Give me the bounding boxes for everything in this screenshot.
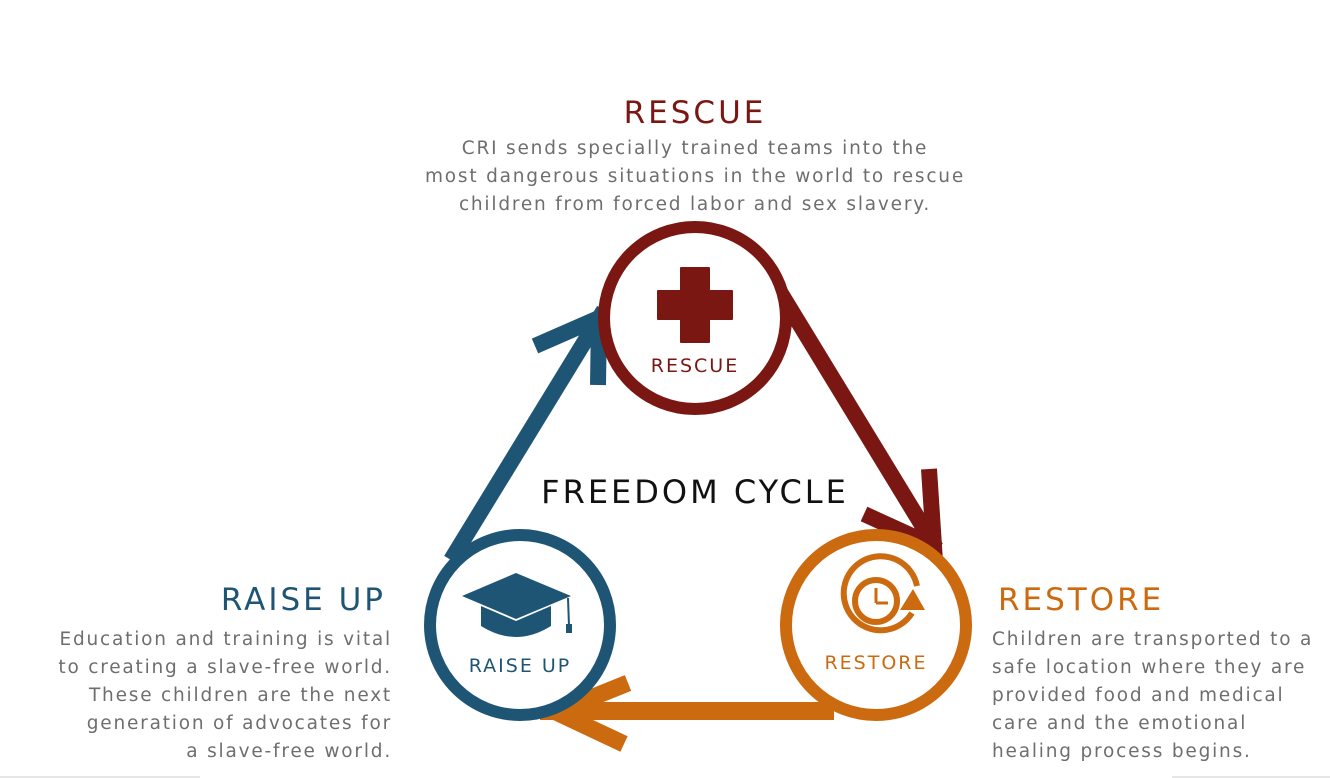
rescue-line: most dangerous situations in the world t…	[424, 166, 965, 187]
arrow-rescue-to-restore	[773, 287, 943, 559]
raise-up-node	[424, 529, 616, 721]
raise-up-line: a slave-free world.	[186, 741, 392, 762]
graduation-cap-icon	[462, 573, 572, 637]
center-title: FREEDOM CYCLE	[541, 473, 849, 511]
restore-line: healing process begins.	[992, 741, 1252, 762]
raise-up-icon-label: RAISE UP	[469, 655, 572, 677]
medical-cross-icon	[657, 267, 733, 343]
restore-line: care and the emotional	[992, 713, 1248, 734]
arrow-raise-up-to-rescue	[444, 305, 611, 565]
restore-description: Children are transported to a safe locat…	[992, 626, 1330, 766]
restore-icon-label: RESTORE	[824, 652, 927, 674]
restore-line: provided food and medical	[992, 685, 1285, 706]
rescue-description: CRI sends specially trained teams into t…	[365, 135, 1025, 219]
restore-heading: RESTORE	[998, 582, 1165, 618]
rescue-line: CRI sends specially trained teams into t…	[461, 138, 929, 159]
restore-line: safe location where they are	[992, 657, 1307, 678]
rescue-description-block: RESCUE CRI sends specially trained teams…	[365, 98, 1025, 219]
raise-up-description: Education and training is vital to creat…	[20, 626, 392, 766]
clock-refresh-icon	[840, 553, 925, 634]
restore-description-block: RESTORE Children are transported to a sa…	[992, 585, 1330, 766]
rescue-heading: RESCUE	[623, 95, 767, 131]
rescue-icon-label: RESCUE	[651, 355, 739, 377]
raise-up-line: These children are the next	[88, 685, 392, 706]
restore-line: Children are transported to a	[992, 629, 1314, 650]
restore-node	[780, 529, 972, 721]
raise-up-line: generation of advocates for	[86, 713, 392, 734]
rescue-line: children from forced labor and sex slave…	[458, 194, 932, 215]
raise-up-heading: RAISE UP	[220, 582, 386, 618]
rescue-node	[598, 221, 792, 415]
bottom-divider-left	[0, 776, 200, 778]
raise-up-line: Education and training is vital	[59, 629, 392, 650]
raise-up-line: to creating a slave-free world.	[58, 657, 392, 678]
raise-up-description-block: RAISE UP Education and training is vital…	[20, 585, 392, 766]
bottom-divider-right	[1172, 776, 1330, 778]
